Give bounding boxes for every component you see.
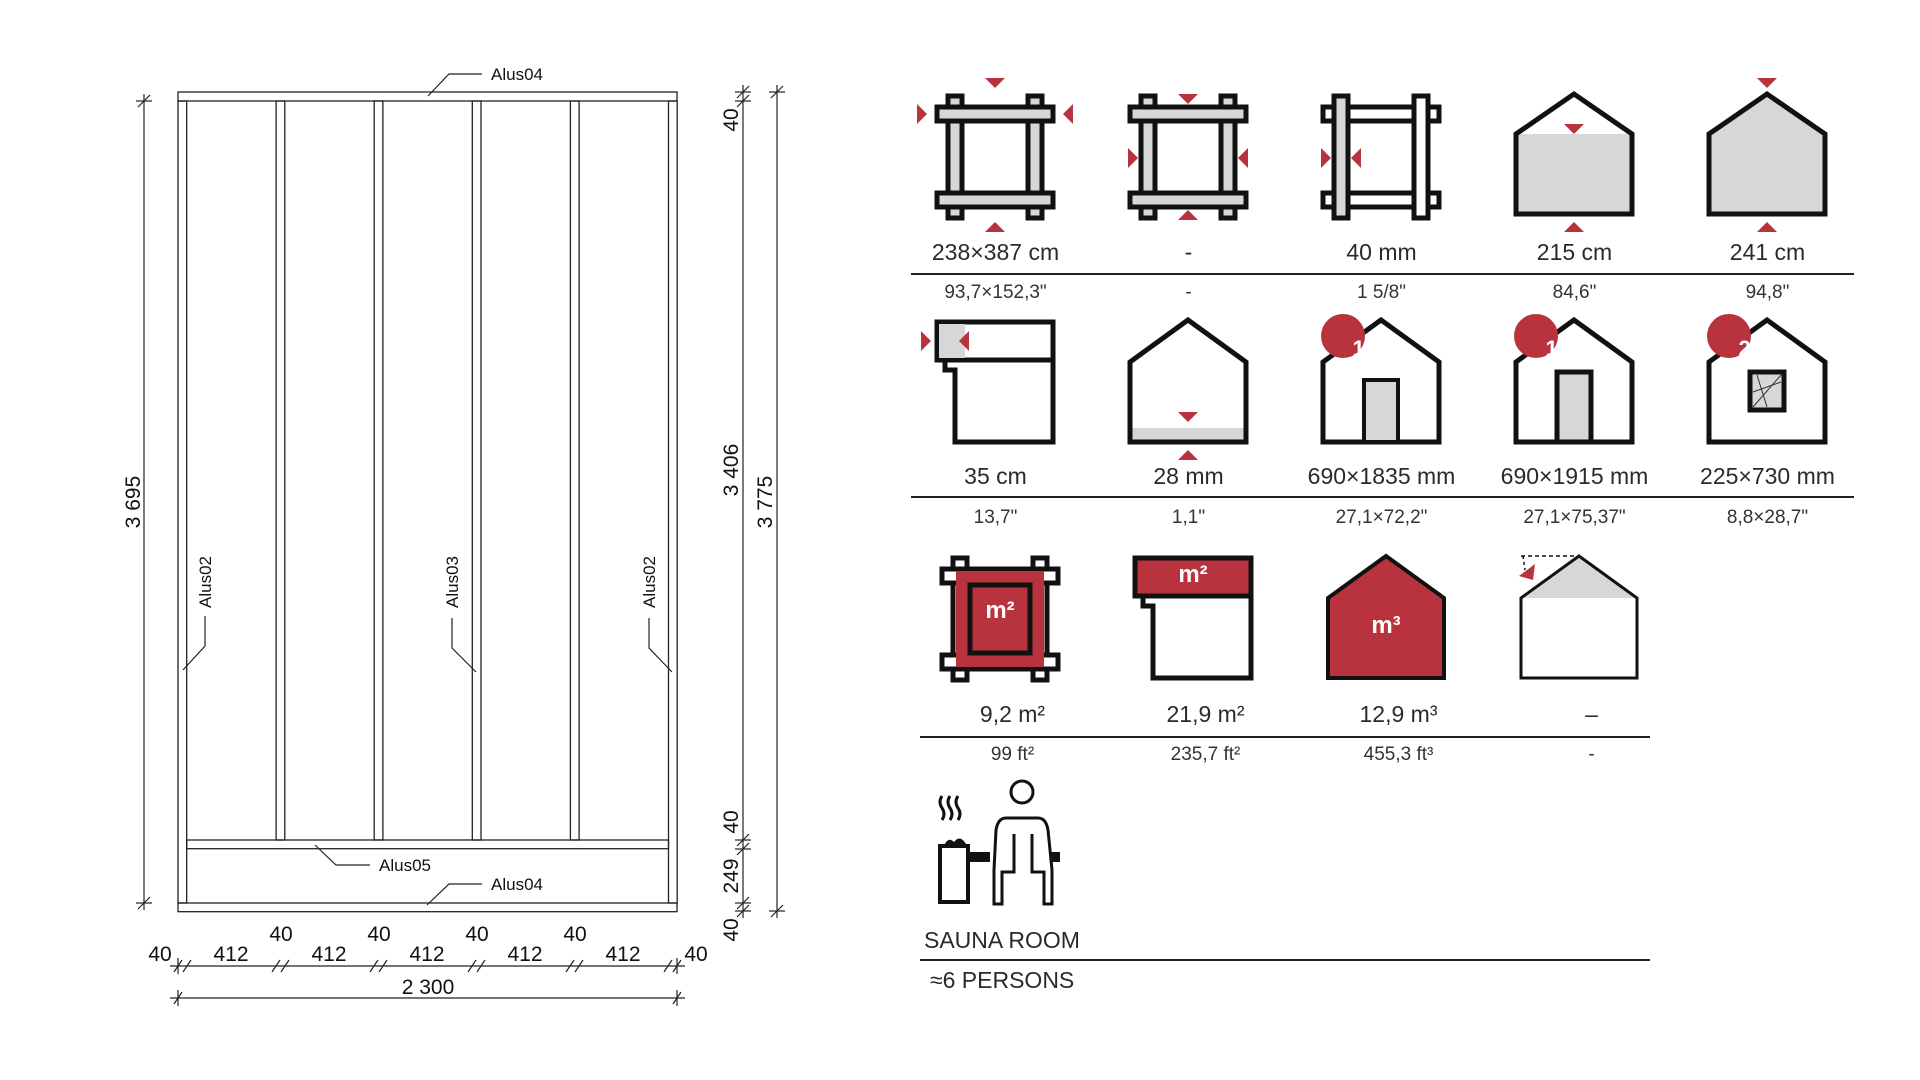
footprint-value: 238×387 cm — [931, 239, 1060, 265]
label-right-stud: Alus02 — [640, 556, 659, 608]
divider — [920, 736, 1650, 738]
specs-row1-metric: 238×387 cm - 40 mm 215 cm 241 cm — [899, 239, 1864, 269]
door-size-value: 690×1915 mm — [1500, 463, 1649, 489]
inner-dimensions-icon — [1127, 93, 1249, 221]
roof-overhang-icon — [921, 319, 1056, 445]
specs-row2-imperial: 13,7" 1,1" 27,1×72,2" 27,1×75,37" 8,8×28… — [899, 507, 1864, 537]
window-icon — [1706, 314, 1828, 445]
label-top-plate: Alus04 — [491, 65, 543, 84]
specs-row3-metric: 9,2 m² 21,9 m² 12,9 m³ – — [916, 701, 1881, 731]
roof-overhang-imperial: 13,7" — [973, 507, 1018, 528]
door-size-imperial: 27,1×75,37" — [1523, 507, 1626, 528]
dim-ticks — [173, 958, 682, 974]
wall-thickness-imperial: 1 5/8" — [1356, 282, 1406, 303]
floor-area-imperial: 99 ft² — [990, 744, 1035, 765]
door-icon — [1513, 314, 1635, 445]
door-icon — [1320, 314, 1442, 445]
footprint-imperial: 93,7×152,3" — [944, 282, 1047, 303]
ridge-height-icon — [1706, 78, 1828, 232]
wall-height-value: 215 cm — [1536, 239, 1613, 265]
wall-height-imperial: 84,6" — [1552, 282, 1597, 303]
door-quantity-badge: 1× — [1352, 336, 1378, 361]
sauna-room-icon — [938, 779, 1060, 906]
dim-main-height: 3 406 — [720, 444, 743, 497]
inner-dimensions-imperial: - — [1185, 282, 1192, 303]
label-left-stud: Alus02 — [196, 556, 215, 608]
roof-area-value: 21,9 m² — [1166, 701, 1245, 727]
dim-spacing: 412 — [311, 943, 346, 966]
roof-pitch-imperial: - — [1588, 744, 1595, 765]
bottom-plate — [177, 902, 678, 913]
footprint-dimensions-icon — [917, 78, 1073, 232]
end-stud-right — [667, 100, 678, 904]
floor-thickness-value: 28 mm — [1153, 463, 1224, 489]
stud — [471, 100, 482, 841]
volume-imperial: 455,3 ft³ — [1363, 744, 1434, 765]
roof-pitch-value: – — [1585, 701, 1598, 727]
floor-area-value: 9,2 m² — [979, 701, 1046, 727]
dim-nogging: 40 — [720, 810, 743, 833]
dim-bottom-plate: 40 — [720, 918, 743, 941]
top-plate — [177, 91, 678, 102]
volume-value: 12,9 m³ — [1359, 701, 1438, 727]
sauna-room-title: SAUNA ROOM — [924, 927, 1080, 953]
roof-area-icon — [1132, 555, 1254, 681]
stud — [373, 100, 384, 841]
ridge-height-value: 241 cm — [1729, 239, 1806, 265]
dim-end-stud-left: 40 — [148, 943, 171, 966]
window-quantity-badge: 2× — [1738, 336, 1764, 361]
divider — [911, 496, 1854, 498]
specs-row1-imperial: 93,7×152,3" - 1 5/8" 84,6" 94,8" — [899, 282, 1864, 312]
floor-thickness-icon — [1127, 316, 1249, 460]
door-size-imperial: 27,1×72,2" — [1335, 507, 1428, 528]
wall-frame-drawing: Alus04 Alus04 Alus05 Alus02 Alus03 Alus0… — [122, 65, 785, 1006]
specs-row2-metric: 35 cm 28 mm 690×1835 mm 690×1915 mm 225×… — [899, 463, 1864, 493]
floor-area-icon — [939, 555, 1061, 683]
roof-overhang-value: 35 cm — [964, 463, 1027, 489]
dim-stud: 40 — [269, 923, 292, 946]
roof-area-imperial: 235,7 ft² — [1170, 744, 1241, 765]
dim-stud: 40 — [563, 923, 586, 946]
sauna-capacity: ≈6 PERSONS — [930, 967, 1075, 993]
dim-stud: 40 — [367, 923, 390, 946]
ridge-height-imperial: 94,8" — [1745, 282, 1790, 303]
roof-area-unit-mark: m² — [1178, 561, 1208, 588]
label-bottom-plate: Alus04 — [491, 875, 543, 894]
floor-area-unit-mark: m² — [985, 597, 1015, 624]
window-size-value: 225×730 mm — [1700, 463, 1835, 489]
divider — [911, 273, 1854, 275]
wall-thickness-value: 40 mm — [1346, 239, 1417, 265]
end-stud-left — [177, 100, 188, 904]
dim-stud: 40 — [465, 923, 488, 946]
dim-overall-width: 2 300 — [402, 976, 455, 999]
dim-top-plate: 40 — [720, 108, 743, 131]
dim-left-height: 3 695 — [122, 476, 145, 529]
floor-thickness-imperial: 1,1" — [1171, 507, 1206, 528]
wall-thickness-icon — [1320, 93, 1442, 221]
stud — [275, 100, 286, 841]
dim-spacing: 412 — [507, 943, 542, 966]
inner-dimensions-value: - — [1184, 239, 1193, 265]
label-middle-stud: Alus03 — [443, 556, 462, 608]
stud — [569, 100, 580, 841]
label-nogging: Alus05 — [379, 856, 431, 875]
door-size-value: 690×1835 mm — [1307, 463, 1456, 489]
dim-spacing: 412 — [213, 943, 248, 966]
nogging — [186, 839, 670, 850]
dim-spacing: 412 — [605, 943, 640, 966]
volume-icon — [1326, 553, 1446, 680]
door-quantity-badge: 1× — [1545, 336, 1571, 361]
dim-end-stud-right: 40 — [684, 943, 707, 966]
divider — [920, 959, 1650, 961]
window-size-imperial: 8,8×28,7" — [1726, 507, 1809, 528]
roof-pitch-icon — [1519, 554, 1639, 680]
specs-row3-imperial: 99 ft² 235,7 ft² 455,3 ft³ - — [916, 744, 1881, 774]
volume-unit-mark: m³ — [1371, 612, 1401, 639]
dim-lower: 249 — [720, 858, 743, 893]
dim-overall-height: 3 775 — [754, 476, 777, 529]
wall-height-icon — [1513, 90, 1635, 232]
dim-spacing: 412 — [409, 943, 444, 966]
